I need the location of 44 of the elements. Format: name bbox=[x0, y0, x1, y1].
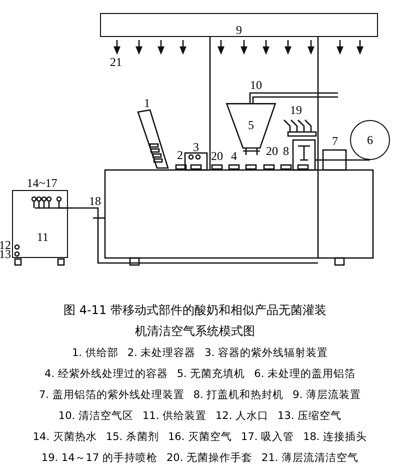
foil-roll-circle bbox=[350, 120, 390, 160]
figure-caption: 图 4-11 带移动式部件的酸奶和相似产品无菌灌装机清洁空气系统模式图 bbox=[62, 302, 328, 340]
legend-item-text: 10. 清洁空气区 bbox=[58, 409, 134, 423]
legend-item-text: 6. 未处理的盖用铝箔 bbox=[254, 367, 356, 381]
callout-number: 3 bbox=[193, 141, 199, 153]
callout-number: 6 bbox=[367, 134, 373, 146]
callout-number: 14~17 bbox=[26, 177, 58, 189]
legend-item-text: 4. 经紫外线处理过的容器 bbox=[44, 367, 168, 381]
callout-number: 20 bbox=[266, 145, 278, 157]
legend-item-text: 20. 无菌操作手套 bbox=[166, 451, 253, 465]
callout-number: 9 bbox=[236, 24, 242, 36]
legend-item-text: 1. 供给部 bbox=[72, 346, 118, 360]
callout-number: 12 bbox=[0, 239, 11, 251]
callout-number: 5 bbox=[248, 118, 254, 131]
legend-item-text: 12. 人水口 bbox=[216, 409, 269, 423]
flow-hood-box bbox=[100, 13, 378, 37]
legend-item-text: 13. 压缩空气 bbox=[278, 409, 342, 423]
legend-item-text: 2. 未处理容器 bbox=[127, 346, 196, 360]
legend-item-text: 21. 薄层流清洁空气 bbox=[262, 451, 359, 465]
legend-item-text: 17. 吸入管 bbox=[241, 430, 294, 444]
callout-number: 1 bbox=[144, 97, 150, 109]
callout-number: 20 bbox=[211, 150, 223, 162]
legend-item-text: 7. 盖用铝箔的紫外线处理装置 bbox=[38, 388, 184, 402]
legend-item-text: 16. 灭菌空气 bbox=[168, 430, 232, 444]
callout-number: 7 bbox=[332, 135, 338, 147]
callout-number: 10 bbox=[250, 79, 262, 91]
legend-item-text: 5. 无菌充填机 bbox=[176, 367, 246, 381]
legend-item-text: 14. 灭菌热水 bbox=[32, 430, 97, 444]
callout-number: 18 bbox=[89, 195, 101, 207]
legend-item-text: 9. 薄层流装置 bbox=[292, 388, 362, 402]
supply-cabinet-box bbox=[12, 190, 68, 258]
callout-number: 8 bbox=[283, 145, 289, 157]
callout-number: 19 bbox=[290, 104, 302, 116]
callout-number: 13 bbox=[0, 248, 11, 260]
callout-number: 21 bbox=[110, 56, 122, 68]
legend-item-text: 8. 打盖机和热封机 bbox=[193, 388, 284, 402]
callout-number: 2 bbox=[177, 149, 183, 161]
callout-number: 4 bbox=[231, 150, 237, 162]
legend-item-text: 11. 供给装置 bbox=[142, 409, 206, 423]
legend-item-text: 19. 14～17 的手持喷枪 bbox=[41, 451, 158, 465]
legend-item-text: 15. 杀菌剂 bbox=[106, 430, 159, 444]
legend-item-text: 3. 容器的紫外线辐射装置 bbox=[204, 346, 328, 360]
legend-item-text: 18. 连接插头 bbox=[303, 430, 368, 444]
callout-number: 11 bbox=[36, 231, 48, 244]
